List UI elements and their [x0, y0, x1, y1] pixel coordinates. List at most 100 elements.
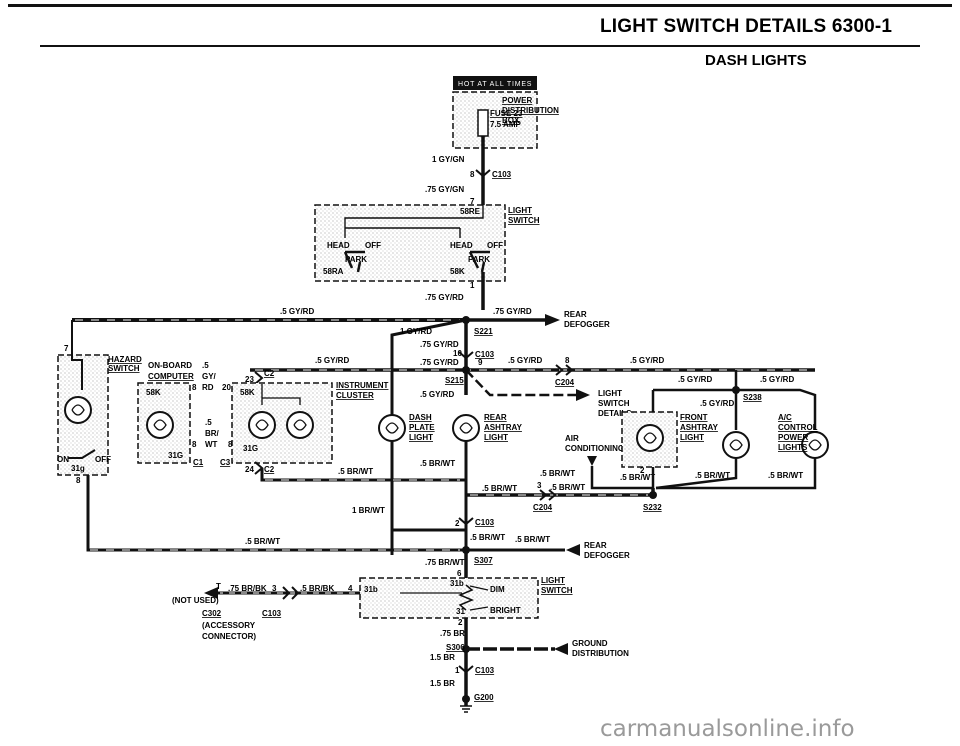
fuse-amp-label: 7.5 AMP: [490, 120, 521, 129]
terminal-31g-hazard: 31g: [71, 464, 85, 473]
accessory-connector-2: CONNECTOR): [202, 632, 256, 641]
ac-label-1: AIR: [565, 434, 579, 443]
arrow-rear-defogger-2: [566, 544, 580, 556]
light-switch-details-2: SWITCH: [598, 399, 630, 408]
ic-internal-bus: [261, 384, 301, 405]
obc-br-2: BR/: [205, 429, 220, 438]
wire-label-75-gy-rd-b: .75 GY/RD: [493, 307, 532, 316]
arrow-ac: [587, 456, 597, 466]
pin-label-4: 4: [348, 584, 353, 593]
dimmer-switch-label-2: SWITCH: [541, 586, 573, 595]
pin-label-10: 10: [453, 349, 462, 358]
ac-control-bulb-2-filament: [808, 439, 822, 451]
wire-ac: [590, 466, 653, 490]
wire-label-75-brbk: .75 BR/BK: [228, 584, 267, 593]
connector-c103-top: [475, 169, 491, 178]
terminal-58re: 58RE: [460, 207, 481, 216]
connector-c2-b: C2: [264, 465, 275, 474]
front-ashtray-label-2: ASHTRAY: [680, 423, 719, 432]
fuse-label: FUSE 23: [490, 109, 523, 118]
rear-ashtray-label-2: ASHTRAY: [484, 423, 523, 432]
terminal-31: 31: [456, 607, 465, 616]
wire-label-75-brwt: .75 BR/WT: [425, 558, 465, 567]
terminal-31g-a: 31G: [168, 451, 183, 460]
front-ashtray-filament: [643, 432, 657, 444]
ground-symbol: [460, 705, 472, 713]
splice-s232-label: S232: [643, 503, 662, 512]
wire-label-15-br-a: 1.5 BR: [430, 653, 455, 662]
wire-label-5-brwt-e: .5 BR/WT: [768, 471, 803, 480]
wire-label-5-gy-rd-m3: .5 GY/RD: [678, 375, 712, 384]
wire-label-5-brwt-b: .5 BR/WT: [540, 469, 575, 478]
front-ashtray-label-1: FRONT: [680, 413, 708, 422]
dash-plate-label-3: LIGHT: [409, 433, 433, 442]
terminal-58k: 58K: [450, 267, 465, 276]
connector-c2-a: C2: [264, 369, 275, 378]
pin-label-8f: 8: [76, 476, 81, 485]
pin-label-24: 24: [245, 465, 254, 474]
terminal-58k-ic: 58K: [240, 388, 255, 397]
watermark: carmanualsonline.info: [600, 716, 855, 742]
ground-dist-label-2: DISTRIBUTION: [572, 649, 629, 658]
wire-label-75-gy-gn: .75 GY/GN: [425, 185, 464, 194]
switch-bus: [344, 205, 484, 238]
rear-defogger-label-1: REAR: [564, 310, 587, 319]
light-switch-label-1: LIGHT: [508, 206, 532, 215]
wire-label-5-brwt-d: .5 BR/WT: [695, 471, 730, 480]
ac-control-bulb-1-filament: [729, 439, 743, 451]
light-switch-details-3: DETAILS: [598, 409, 632, 418]
pin-label-3: 3: [537, 481, 542, 490]
wire-label-5-brwt-j: .5 BR/WT: [245, 537, 280, 546]
dash-plate-label-1: DASH: [409, 413, 432, 422]
switch-contact-left: [343, 250, 365, 273]
obc-label-1: ON-BOARD: [148, 361, 192, 370]
park-left-label: PARK: [345, 255, 367, 264]
switch-contact-right: [468, 250, 490, 273]
wire-label-5-gy-rd-m4: .5 GY/RD: [760, 375, 794, 384]
power-dist-label-3: BOX: [502, 116, 520, 125]
wire-label-5-brwt-ic: .5 BR/WT: [338, 467, 373, 476]
dash-plate-label-2: PLATE: [409, 423, 435, 432]
rear-ashtray-bulb: [452, 414, 480, 442]
wire-label-5-brwt-g: .5 BR/WT: [550, 483, 585, 492]
connector-c103-a: C103: [492, 170, 512, 179]
pin-label-2b: 2: [455, 519, 460, 528]
page-title: LIGHT SWITCH DETAILS 6300-1: [600, 16, 893, 37]
dash-plate-filament: [385, 422, 399, 434]
splice-s215-label: S215: [445, 376, 464, 385]
pin-label-8b: 8: [565, 356, 570, 365]
dimmer-rheostat: [458, 584, 474, 611]
wire-1-gy-rd: [390, 318, 467, 555]
connector-c204-a-label: C204: [555, 378, 575, 387]
ac-control-label-3: POWER: [778, 433, 808, 442]
obc-br-3: WT: [205, 440, 218, 449]
ground-dist-label-1: GROUND: [572, 639, 608, 648]
wire-hazard-ground: [86, 475, 465, 552]
wire-label-5-gy-rd-top: .5 GY/RD: [280, 307, 314, 316]
connector-c103-e-label: C103: [475, 666, 495, 675]
connector-c2-top: [254, 371, 264, 385]
header-rule: [40, 45, 920, 47]
splice-s307-label: S307: [474, 556, 493, 565]
obc-bulb: [146, 411, 174, 439]
wire-label-5-brwt-i: .5 BR/WT: [515, 535, 550, 544]
pin-label-20: 20: [222, 383, 231, 392]
connector-c103-c: [458, 517, 474, 526]
obc-wire-3: RD: [202, 383, 214, 392]
hazard-on-label: ON: [57, 455, 69, 464]
hazard-bulb: [64, 396, 92, 424]
pin-label-7b: 7: [64, 344, 69, 353]
terminal-31g-b: 31G: [243, 444, 258, 453]
rear-defogger-2-label-1: REAR: [584, 541, 607, 550]
obc-wire-2: GY/: [202, 372, 217, 381]
connector-c204-a: [555, 364, 574, 376]
connector-c103-d-label: C103: [262, 609, 282, 618]
light-switch-label-2: SWITCH: [508, 216, 540, 225]
pin-label-6: 6: [457, 569, 462, 578]
power-dist-label-2: DISTRIBUTION: [502, 106, 559, 115]
rear-ashtray-label-1: REAR: [484, 413, 507, 422]
wire-label-5-gy-rd-m6: .5 GY/RD: [700, 399, 734, 408]
arrow-ground-distribution: [554, 643, 568, 655]
rear-defogger-label-2: DEFOGGER: [564, 320, 610, 329]
terminal-31b-b: 31b: [364, 585, 378, 594]
